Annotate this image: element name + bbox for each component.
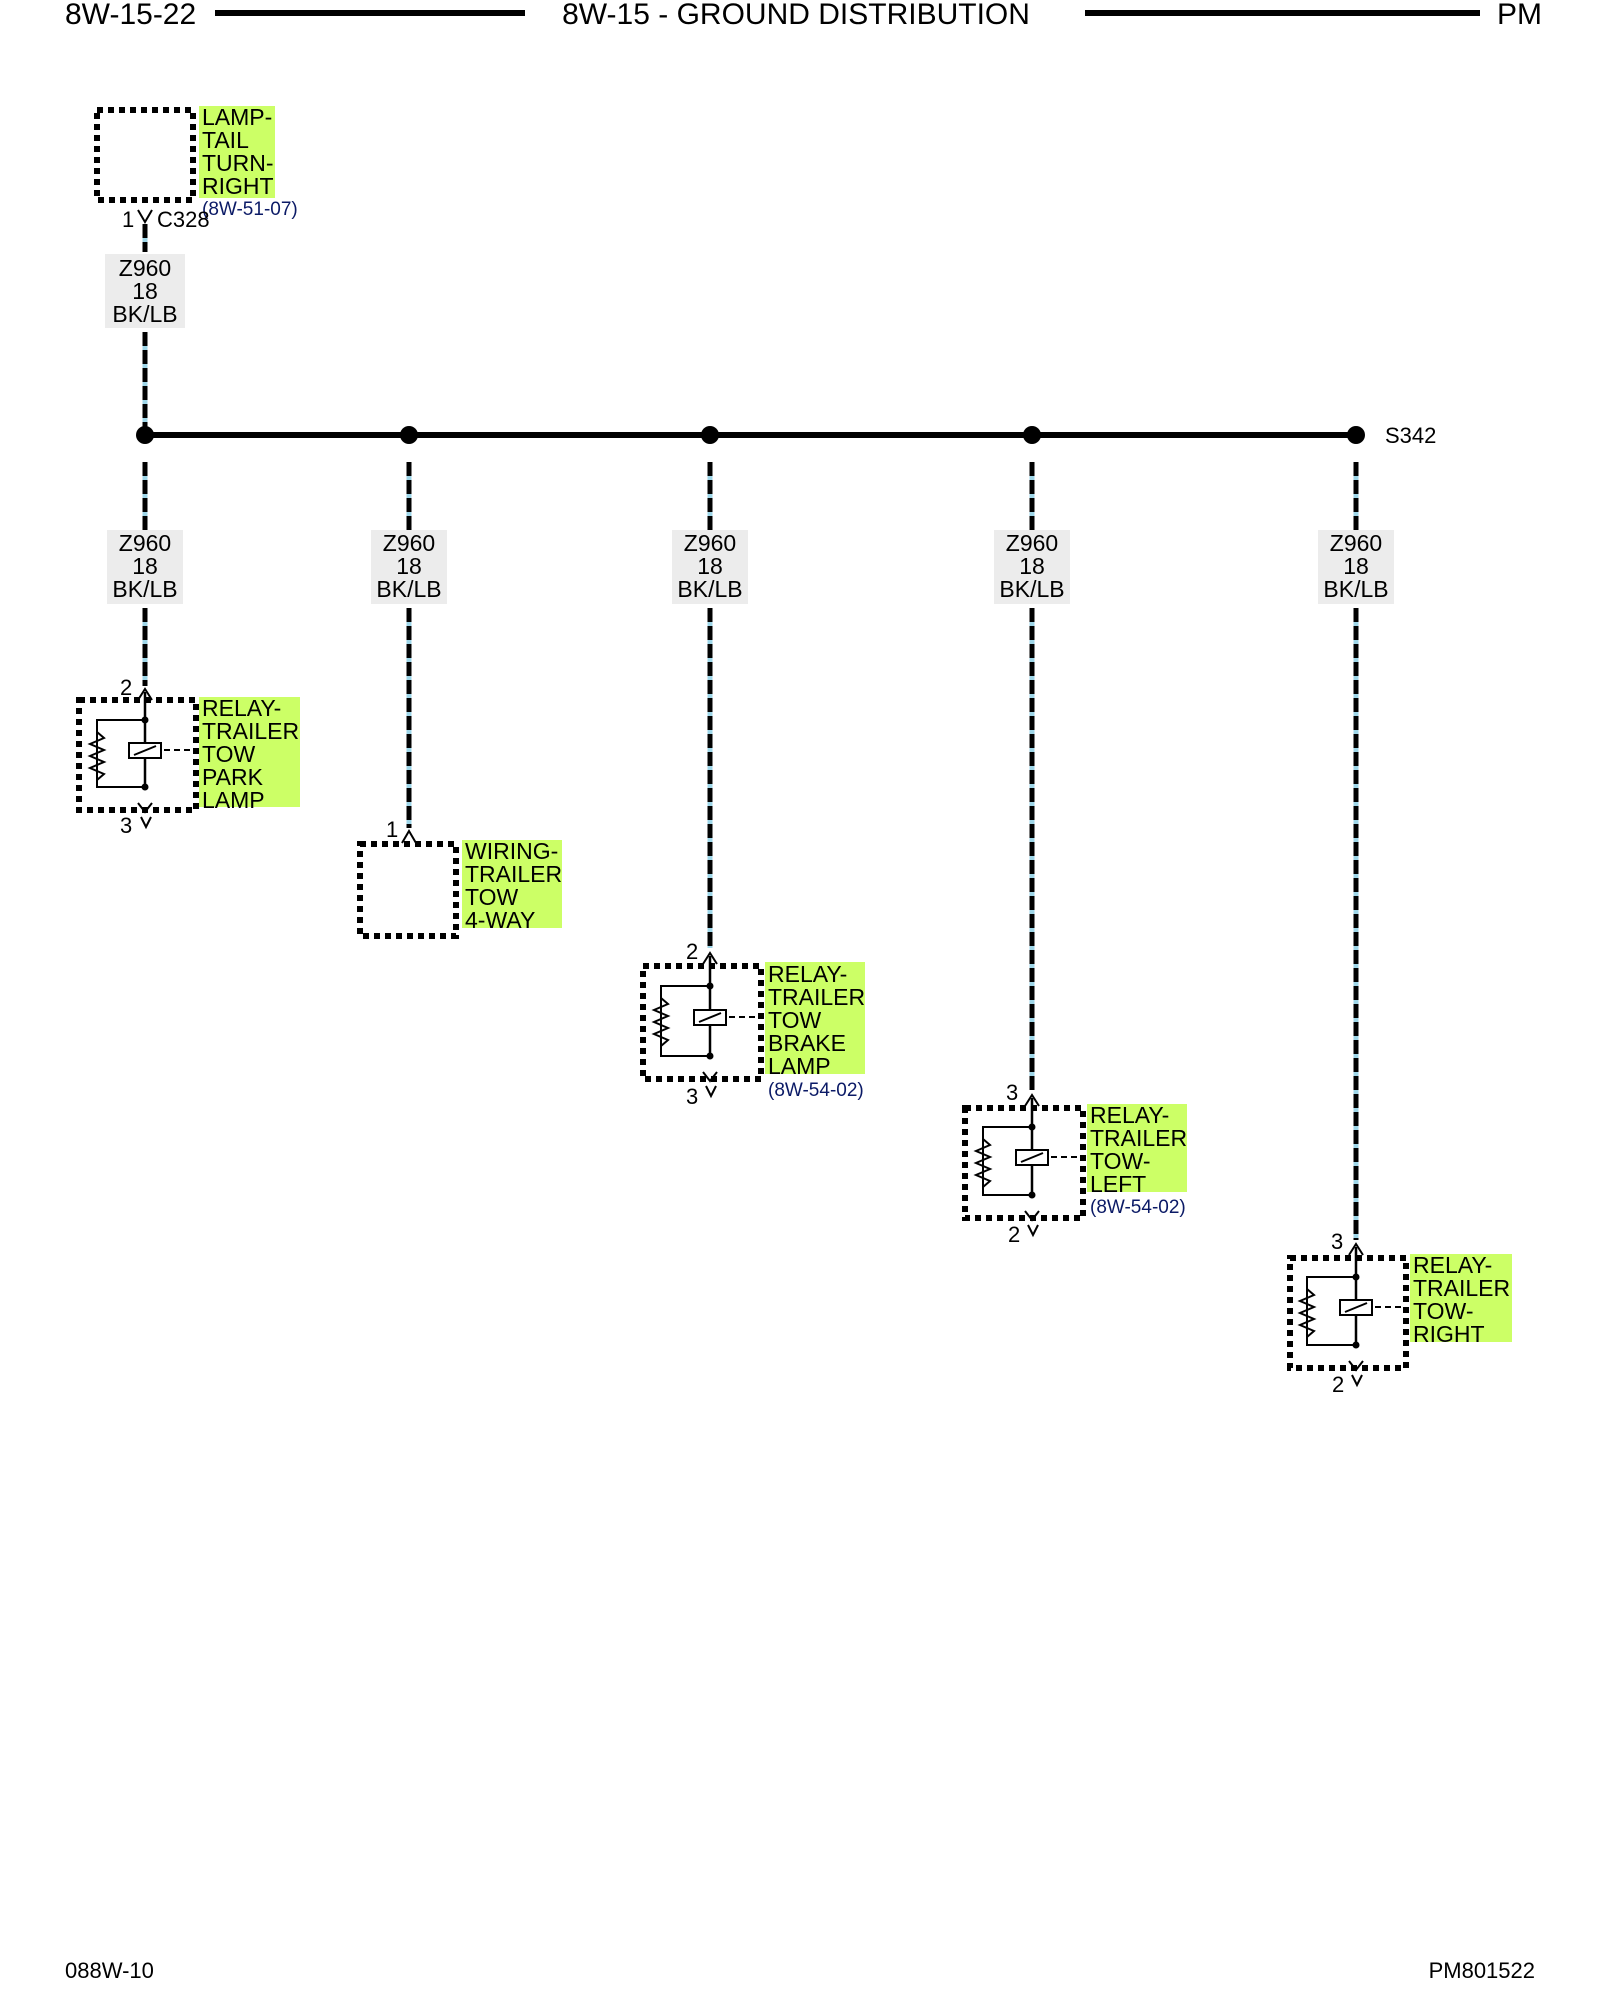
wire-color: BK/LB xyxy=(1323,576,1388,602)
wire-gauge: 18 xyxy=(396,553,422,579)
page-code: 8W-15-22 xyxy=(65,0,196,31)
branch-tow-right-relay: Z960 18 BK/LB 3 2 RELAY- TRAILER TOW- RI… xyxy=(1287,426,1512,1397)
feed-wire-label-bg xyxy=(105,254,185,328)
pin-in: 2 xyxy=(120,675,132,700)
component-name-line: RELAY- xyxy=(1413,1252,1492,1278)
splice-node xyxy=(1023,426,1041,444)
component-name-line: RIGHT xyxy=(1413,1321,1485,1347)
splice-node xyxy=(1347,426,1365,444)
top-component-box xyxy=(94,107,196,203)
component-name-line: RELAY- xyxy=(1090,1102,1169,1128)
wire-circuit: Z960 xyxy=(119,255,171,281)
branch-trailer-tow-wiring: Z960 18 BK/LB 1 WIRING- TRAILER TOW 4-WA… xyxy=(357,426,562,939)
component-name-line: TRAILER xyxy=(202,718,299,744)
component-name-line: TRAILER xyxy=(1413,1275,1510,1301)
pin-out: 2 xyxy=(1008,1222,1020,1247)
component-name-line: TRAILER xyxy=(465,861,562,887)
component-name-line: TOW- xyxy=(1090,1148,1150,1174)
pin-out: 3 xyxy=(120,813,132,838)
model-code: PM xyxy=(1497,0,1542,31)
component-name-line: RELAY- xyxy=(202,695,281,721)
page-header: 8W-15-22 8W-15 - GROUND DISTRIBUTION PM xyxy=(65,0,1542,31)
branch-brake-lamp-relay: Z960 18 BK/LB 2 3 RELAY- TRAILER TOW BRA… xyxy=(640,426,865,1109)
splice-node xyxy=(136,426,154,444)
top-component-name-line: TURN- xyxy=(202,150,274,176)
top-component-reference: (8W-51-07) xyxy=(202,199,298,220)
connector-label: C328 xyxy=(157,207,210,232)
component-name-line: 4-WAY xyxy=(465,907,535,933)
component-name-line: TOW xyxy=(768,1007,822,1033)
wire-circuit: Z960 xyxy=(1006,530,1058,556)
wire-color: BK/LB xyxy=(112,576,177,602)
wire-circuit: Z960 xyxy=(1330,530,1382,556)
branch-tow-left-relay: Z960 18 BK/LB 3 2 RELAY- TRAILER TOW- LE… xyxy=(962,426,1187,1247)
component-name-line: PARK xyxy=(202,764,264,790)
relay-box xyxy=(1287,1255,1409,1371)
top-component-name-line: LAMP- xyxy=(202,104,272,130)
wire-color: BK/LB xyxy=(376,576,441,602)
pin-in: 1 xyxy=(386,817,398,842)
splice-node xyxy=(701,426,719,444)
pin-out: 3 xyxy=(686,1084,698,1109)
top-component-pin: 1 xyxy=(122,207,134,232)
wire-color: BK/LB xyxy=(999,576,1064,602)
footer-right-code: PM801522 xyxy=(1429,1958,1535,1983)
wire-color: BK/LB xyxy=(677,576,742,602)
wire-circuit: Z960 xyxy=(684,530,736,556)
top-component: LAMP- TAIL TURN- RIGHT (8W-51-07) 1 C328 xyxy=(94,104,298,232)
wire-gauge: 18 xyxy=(1019,553,1045,579)
component-name-line: TOW xyxy=(465,884,519,910)
component-name-line: BRAKE xyxy=(768,1030,846,1056)
component-name-line: LEFT xyxy=(1090,1171,1146,1197)
wire-gauge: 18 xyxy=(132,278,158,304)
connector-symbol xyxy=(137,209,153,224)
component-name-line: TOW- xyxy=(1413,1298,1473,1324)
component-name-line: WIRING- xyxy=(465,838,558,864)
component-label-highlight xyxy=(1087,1104,1187,1192)
pin-in: 2 xyxy=(686,939,698,964)
component-name-line: TRAILER xyxy=(768,984,865,1010)
wire-gauge: 18 xyxy=(697,553,723,579)
wire-circuit: Z960 xyxy=(119,530,171,556)
page-footer: 088W-10 PM801522 xyxy=(65,1958,1535,1983)
page-title: 8W-15 - GROUND DISTRIBUTION xyxy=(562,0,1030,31)
splice-bus: S342 xyxy=(145,423,1436,448)
top-component-name-line: TAIL xyxy=(202,127,249,153)
wiring-box xyxy=(357,841,459,939)
splice-node xyxy=(400,426,418,444)
component-label-highlight xyxy=(1410,1254,1512,1342)
resistor-symbol xyxy=(651,997,671,1047)
component-name-line: TOW xyxy=(202,741,256,767)
resistor-symbol xyxy=(973,1138,993,1188)
component-name-line: RELAY- xyxy=(768,961,847,987)
footer-left-code: 088W-10 xyxy=(65,1958,154,1983)
branch-park-lamp-relay: Z960 18 BK/LB 2 3 RELAY- TRAILER TOW PAR… xyxy=(76,426,300,838)
wire-gauge: 18 xyxy=(132,553,158,579)
component-label-highlight xyxy=(765,962,865,1074)
pin-in: 3 xyxy=(1331,1229,1343,1254)
resistor-symbol xyxy=(87,731,107,781)
wire-circuit: Z960 xyxy=(383,530,435,556)
feed-wire: Z960 18 BK/LB xyxy=(105,224,185,432)
top-component-name-line: RIGHT xyxy=(202,173,274,199)
wire-color: BK/LB xyxy=(112,301,177,327)
component-name-line: LAMP xyxy=(202,787,265,813)
branches: Z960 18 BK/LB 2 3 RELAY- TRAILER TOW PAR… xyxy=(76,426,1512,1397)
splice-label: S342 xyxy=(1385,423,1436,448)
component-name-line: TRAILER xyxy=(1090,1125,1187,1151)
component-label-highlight xyxy=(199,697,300,807)
relay-box xyxy=(640,963,764,1082)
component-reference: (8W-54-02) xyxy=(768,1080,864,1101)
resistor-symbol xyxy=(1297,1288,1317,1338)
wire-gauge: 18 xyxy=(1343,553,1369,579)
pin-out: 2 xyxy=(1332,1372,1344,1397)
top-component-highlight xyxy=(199,106,275,198)
component-label-highlight xyxy=(462,840,562,928)
relay-box xyxy=(962,1105,1086,1221)
component-name-line: LAMP xyxy=(768,1053,831,1079)
relay-box xyxy=(76,697,199,813)
pin-in: 3 xyxy=(1006,1080,1018,1105)
component-reference: (8W-54-02) xyxy=(1090,1197,1186,1218)
